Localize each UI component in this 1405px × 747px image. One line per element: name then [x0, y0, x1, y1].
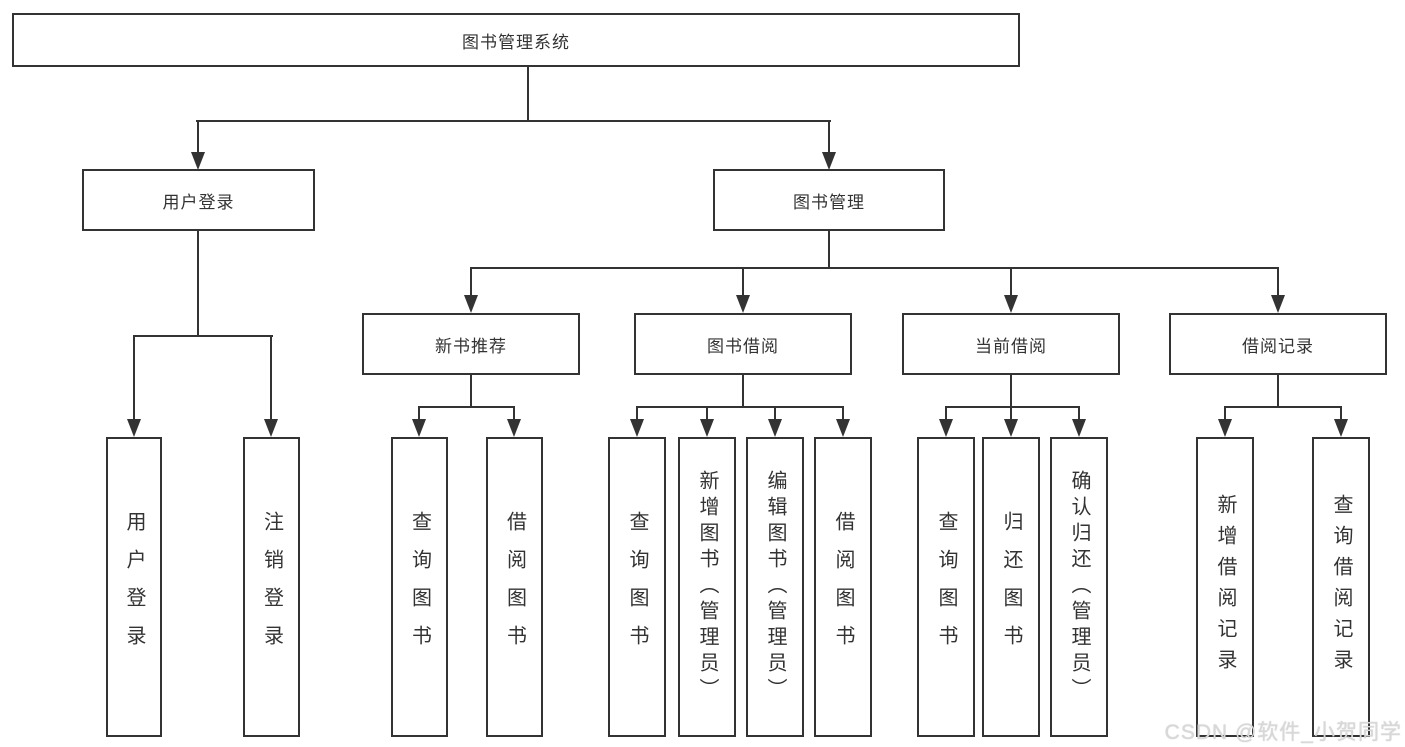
node-borrow-records: 借阅记录 — [1169, 313, 1387, 375]
node-leaf-br-query-record-label: 查询借阅记录 — [1330, 494, 1352, 680]
arrow-new-book-rec — [464, 295, 478, 313]
node-leaf-nb-query-books-label: 查询图书 — [408, 511, 431, 663]
connector-nb-borrow-drop — [513, 406, 515, 424]
connector-bb-group-horizontal — [636, 406, 844, 408]
connector-cb-confirm-drop — [1078, 406, 1080, 424]
node-book-mgmt: 图书管理 — [713, 169, 945, 231]
node-leaf-bb-query-books: 查询图书 — [608, 437, 666, 737]
connector-nb-group-horizontal — [418, 406, 515, 408]
arrow-user-login — [191, 152, 205, 170]
node-leaf-bb-borrow-books: 借阅图书 — [814, 437, 872, 737]
arrow-bb-add — [700, 419, 714, 437]
connector-br-group-horizontal — [1224, 406, 1342, 408]
connector-cb-group-horizontal — [945, 406, 1080, 408]
arrow-ul-logout — [264, 419, 278, 437]
arrow-cb-query — [939, 419, 953, 437]
arrow-book-borrow — [736, 295, 750, 313]
arrow-ul-login — [127, 419, 141, 437]
node-user-login: 用户登录 — [82, 169, 315, 231]
connector-bb-group-stub — [742, 375, 744, 407]
arrow-nb-borrow — [507, 419, 521, 437]
node-root-label: 图书管理系统 — [462, 32, 570, 52]
node-leaf-cb-query-books: 查询图书 — [917, 437, 975, 737]
node-leaf-bb-add-books-admin: 新增图书（管理员） — [678, 437, 736, 737]
connector-cb-drop — [1010, 267, 1012, 297]
arrow-bb-query — [630, 419, 644, 437]
connector-bb-edit-drop — [774, 406, 776, 424]
node-leaf-user-login: 用户登录 — [106, 437, 162, 737]
arrow-nb-query — [412, 419, 426, 437]
node-leaf-bb-add-books-admin-label: 新增图书（管理员） — [696, 470, 718, 704]
arrow-cb-confirm — [1072, 419, 1086, 437]
node-leaf-br-add-record: 新增借阅记录 — [1196, 437, 1254, 737]
arrow-book-mgmt — [822, 152, 836, 170]
connector-bm-stub — [828, 231, 830, 269]
node-leaf-bb-borrow-books-label: 借阅图书 — [832, 511, 854, 663]
node-root: 图书管理系统 — [12, 13, 1020, 67]
node-leaf-nb-query-books: 查询图书 — [391, 437, 448, 737]
connector-br-group-stub — [1277, 375, 1279, 407]
node-leaf-br-add-record-label: 新增借阅记录 — [1214, 494, 1236, 680]
arrow-bb-edit — [768, 419, 782, 437]
connector-ul-stub — [197, 231, 199, 335]
arrow-cb-return — [1004, 419, 1018, 437]
node-current-borrow: 当前借阅 — [902, 313, 1120, 375]
connector-cb-group-stub — [1010, 375, 1012, 407]
arrow-br-query — [1334, 419, 1348, 437]
connector-ul-horizontal — [133, 335, 273, 337]
connector-nb-drop — [470, 267, 472, 297]
watermark: CSDN @软件_小贺同学 — [1164, 721, 1402, 744]
node-borrow-records-label: 借阅记录 — [1242, 336, 1314, 356]
connector-bb-query-drop — [636, 406, 638, 424]
connector-level3-horizontal — [470, 267, 1279, 269]
connector-root-stub — [527, 67, 529, 122]
node-new-book-rec: 新书推荐 — [362, 313, 580, 375]
node-new-book-rec-label: 新书推荐 — [435, 336, 507, 356]
node-leaf-bb-query-books-label: 查询图书 — [626, 511, 648, 663]
connector-nb-group-stub — [470, 375, 472, 407]
connector-bb-drop — [742, 267, 744, 297]
node-leaf-cb-confirm-return-admin-label: 确认归还（管理员） — [1068, 470, 1090, 704]
connector-br-add-drop — [1224, 406, 1226, 424]
node-leaf-cb-confirm-return-admin: 确认归还（管理员） — [1050, 437, 1108, 737]
node-leaf-cb-return-books-label: 归还图书 — [1000, 511, 1022, 663]
node-leaf-logout: 注销登录 — [243, 437, 300, 737]
node-leaf-logout-label: 注销登录 — [260, 511, 283, 663]
node-leaf-cb-return-books: 归还图书 — [982, 437, 1040, 737]
node-leaf-nb-borrow-books: 借阅图书 — [486, 437, 543, 737]
connector-ul-logout-drop — [270, 335, 272, 423]
connector-nb-query-drop — [418, 406, 420, 424]
node-leaf-br-query-record: 查询借阅记录 — [1312, 437, 1370, 737]
node-leaf-user-login-label: 用户登录 — [123, 511, 145, 663]
node-leaf-bb-edit-books-admin-label: 编辑图书（管理员） — [764, 470, 786, 704]
node-user-login-label: 用户登录 — [162, 192, 235, 212]
connector-level2-horizontal — [196, 120, 831, 122]
node-current-borrow-label: 当前借阅 — [975, 336, 1047, 356]
node-book-borrow-label: 图书借阅 — [707, 336, 779, 356]
connector-cb-query-drop — [945, 406, 947, 424]
node-leaf-cb-query-books-label: 查询图书 — [935, 511, 957, 663]
connector-br-drop — [1277, 267, 1279, 297]
arrow-borrow-records — [1271, 295, 1285, 313]
connector-user-login-drop — [197, 120, 199, 154]
connector-book-mgmt-drop — [828, 120, 830, 154]
connector-cb-return-drop — [1010, 406, 1012, 424]
node-leaf-bb-edit-books-admin: 编辑图书（管理员） — [746, 437, 804, 737]
arrow-current-borrow — [1004, 295, 1018, 313]
node-book-mgmt-label: 图书管理 — [793, 192, 865, 212]
connector-bb-add-drop — [706, 406, 708, 424]
node-leaf-nb-borrow-books-label: 借阅图书 — [503, 511, 526, 663]
connector-bb-borrow-drop — [842, 406, 844, 424]
connector-ul-login-drop — [133, 335, 135, 423]
connector-br-query-drop — [1340, 406, 1342, 424]
arrow-br-add — [1218, 419, 1232, 437]
arrow-bb-borrow — [836, 419, 850, 437]
node-book-borrow: 图书借阅 — [634, 313, 852, 375]
